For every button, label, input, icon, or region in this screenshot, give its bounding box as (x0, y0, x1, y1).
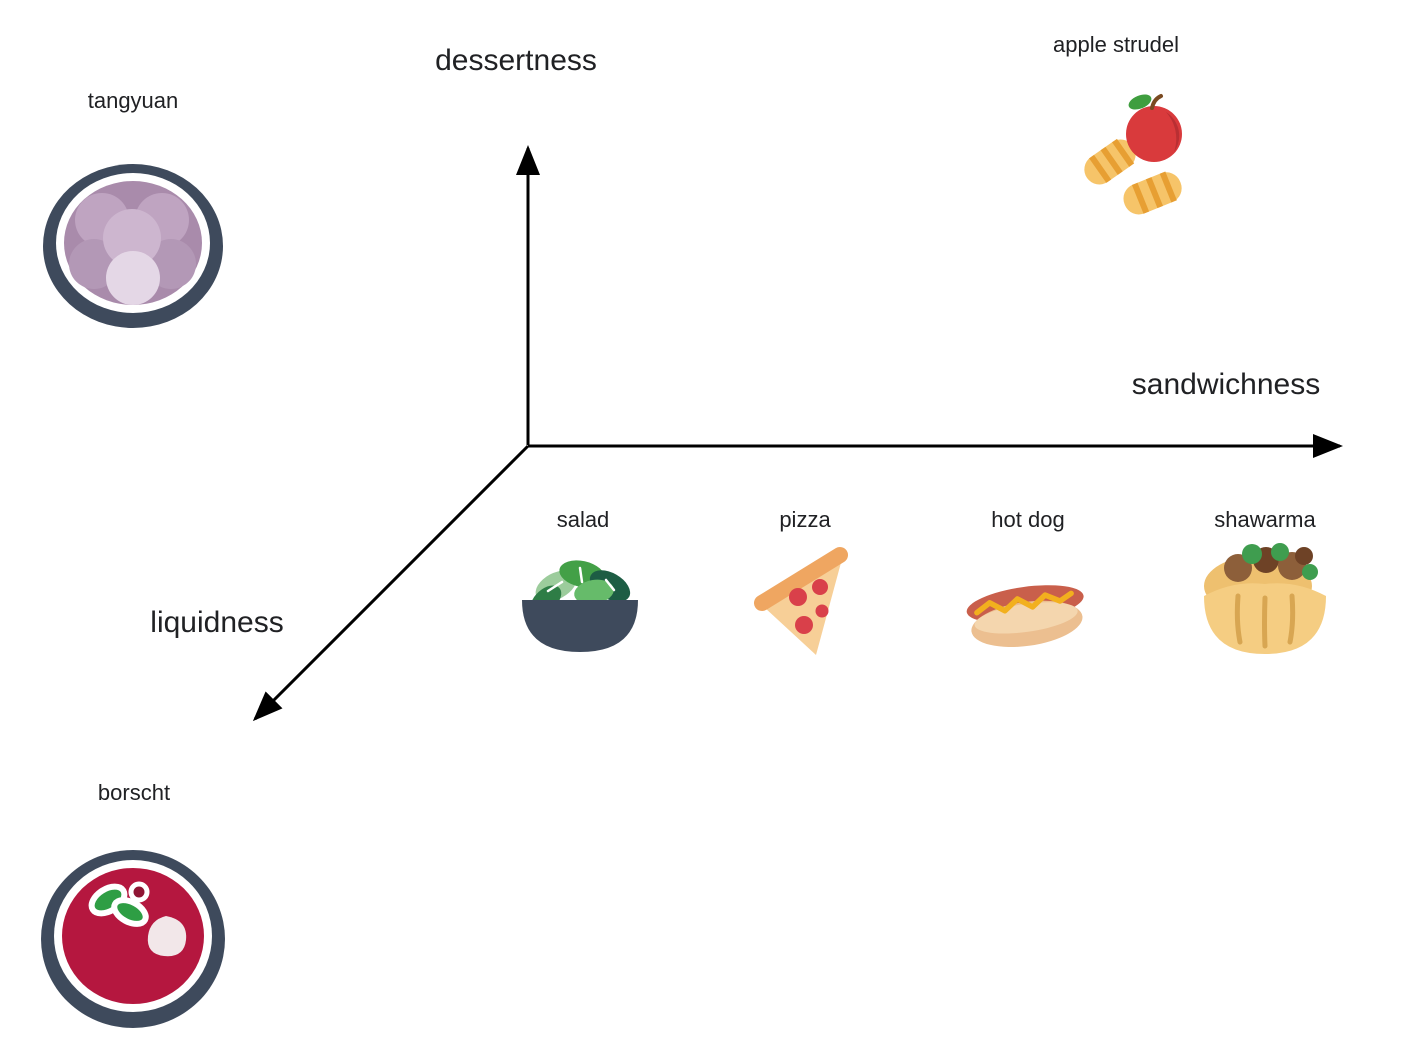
item-label-salad: salad (556, 507, 610, 532)
axis-label-sandwichness: sandwichness (1131, 368, 1321, 401)
item-label-apple-strudel: apple strudel (1053, 32, 1179, 57)
liquidness-axis (252, 444, 530, 722)
item-label-shawarma: shawarma (1214, 507, 1316, 532)
salad-icon (522, 560, 638, 652)
item-label-pizza: pizza (779, 507, 831, 532)
axis-label-liquidness: liquidness (150, 606, 284, 639)
item-label-borscht: borscht (97, 780, 171, 805)
item-label-hot-dog: hot dog (991, 507, 1065, 532)
shawarma-icon (1204, 543, 1326, 654)
hot-dog-icon (966, 585, 1084, 648)
apple-strudel-icon (1084, 94, 1182, 215)
axis-label-dessertness: dessertness (435, 44, 597, 77)
pizza-icon (754, 547, 848, 655)
borscht-icon (41, 850, 225, 1028)
tangyuan-icon (43, 164, 223, 328)
item-label-tangyuan: tangyuan (87, 88, 179, 113)
